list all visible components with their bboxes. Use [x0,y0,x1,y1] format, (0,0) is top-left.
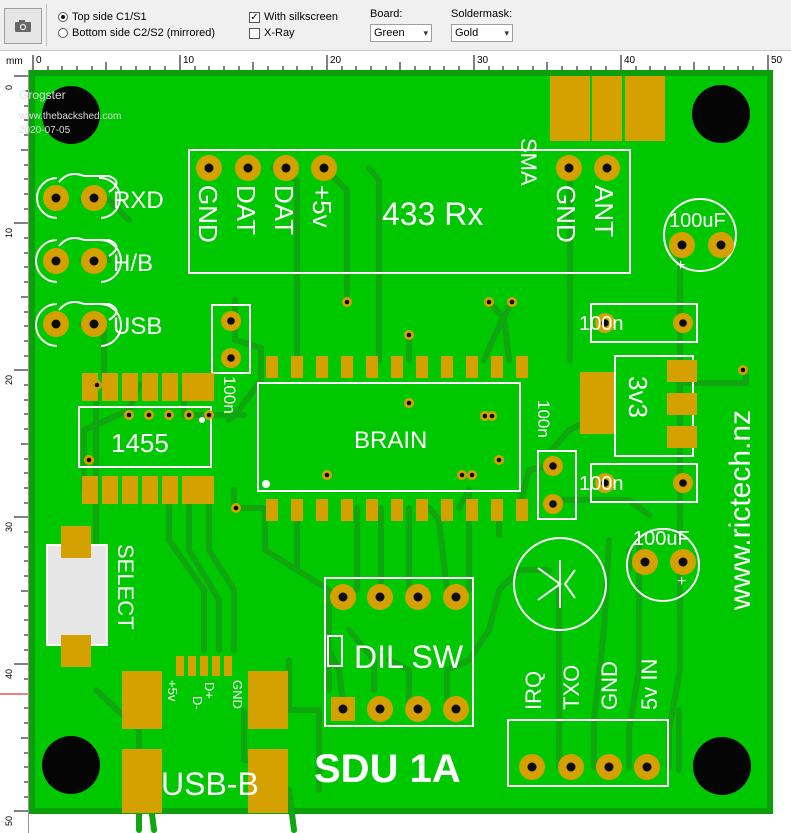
select-switch-body [46,544,108,646]
ruler-unit-label: mm [6,56,23,67]
top-side-label: Top side C1/S1 [72,11,147,23]
rx-gnd-label: GND [193,185,223,243]
brain-label: BRAIN [354,427,427,454]
top-side-option[interactable]: Top side C1/S1 [58,11,147,23]
ruler-mark: 50 [771,55,783,66]
usb-pin-label: D+ [202,682,217,699]
board-color-select[interactable]: Green ▾ [370,24,432,42]
top-side-radio[interactable] [58,12,68,22]
vertical-ruler: 0 10 20 30 40 50 [0,70,29,833]
regulator-pads [580,360,697,448]
xray-checkbox[interactable] [249,27,260,39]
silkscreen-text: Grogster www.thebackshed.com 2020-07-05 … [18,88,757,802]
xray-label: X-Ray [264,27,295,39]
ruler-mark: 0 [36,55,42,66]
board-color-label: Board: [370,8,403,20]
silkscreen-option[interactable]: ✓ With silkscreen [249,11,338,23]
camera-icon [15,20,31,32]
polarity-label: + [677,573,686,590]
chevron-down-icon: ▾ [423,28,428,38]
website-label: www.thebackshed.com [18,111,121,122]
header-5v-in-label: 5v IN [637,659,662,710]
pin1-marker [262,480,270,488]
ruler-mark: 20 [4,375,14,385]
chevron-down-icon: ▾ [504,28,509,38]
bottom-side-label: Bottom side C2/S2 (mirrored) [72,27,216,39]
select-switch-pad [61,526,91,558]
cap-label: 100uF [669,210,726,232]
rx-5v-label: +5v [307,185,337,228]
header-gnd-label: GND [597,661,622,710]
usb-b-label: USB-B [161,766,259,802]
cap-label: 100uF [633,528,690,550]
ruler-mark: 30 [477,55,489,66]
rx-module-label: 433 Rx [382,196,483,232]
rx-dat-label: DAT [231,185,261,235]
ruler-mark: 40 [624,55,636,66]
camera-button[interactable] [4,8,42,44]
dil-sw-label: DIL SW [354,639,464,675]
rx-gnd2-label: GND [551,185,581,243]
ruler-mark: 10 [183,55,195,66]
soldermask-label: Soldermask: [451,8,513,20]
ruler-mark: 10 [4,228,14,238]
date-label: 2020-07-05 [19,125,71,136]
horizontal-ruler: mm 0 10 20 30 40 50 [0,51,791,71]
select-label: SELECT [113,544,138,630]
sma-pads [550,76,665,141]
hb-label: H/B [113,250,153,277]
rx-ant-label: ANT [589,185,619,237]
cap-label: 100n [220,376,239,414]
title-label: SDU 1A [314,747,461,791]
silkscreen-label: With silkscreen [264,11,338,23]
view-toolbar: Top side C1/S1 Bottom side C2/S2 (mirror… [0,0,791,51]
ruler-mark: 20 [330,55,342,66]
bottom-side-option[interactable]: Bottom side C2/S2 (mirrored) [58,27,215,39]
pcb-canvas[interactable]: Grogster www.thebackshed.com 2020-07-05 … [18,70,791,833]
pin1-marker [199,417,205,423]
regulator-label: 3v3 [623,376,653,418]
select-switch-pad [61,635,91,667]
xray-option[interactable]: X-Ray [249,27,295,39]
author-label: Grogster [19,88,66,102]
usb-pin-label: +5v [165,680,180,702]
cap-label: 100n [579,313,624,335]
usb-pin-label: GND [230,680,245,709]
usb-pin-label: D- [190,696,205,710]
toolbar-separator [46,4,47,46]
cap-label: 100n [534,400,553,438]
usb-label: USB [113,313,162,340]
header-irq-label: IRQ [521,671,546,710]
mounting-holes [42,85,751,795]
brand-label: www.rictech.nz [724,410,757,611]
ruler-mark: 30 [4,522,14,532]
ruler-ticks [32,55,769,70]
bottom-side-radio[interactable] [58,28,68,38]
soldermask-value: Gold [455,27,479,39]
ruler-mark: 40 [4,669,14,679]
rxd-label: RXD [113,187,164,214]
polarity-label: + [676,257,685,274]
ruler-mark: 50 [4,816,14,826]
soldermask-select[interactable]: Gold ▾ [451,24,513,42]
silkscreen-checkbox[interactable]: ✓ [249,11,260,23]
dil-switch-pads [330,584,469,722]
board-color-value: Green [374,27,405,39]
ruler-mark: 0 [4,85,14,90]
rx-dat-label: DAT [269,185,299,235]
usb-b-pads [122,656,288,813]
cap-label: 100n [579,473,624,495]
chip-1455-label: 1455 [111,428,169,458]
silkscreen-outlines [35,149,737,787]
header-txo-label: TXO [559,665,584,710]
sma-label: SMA [516,138,541,186]
